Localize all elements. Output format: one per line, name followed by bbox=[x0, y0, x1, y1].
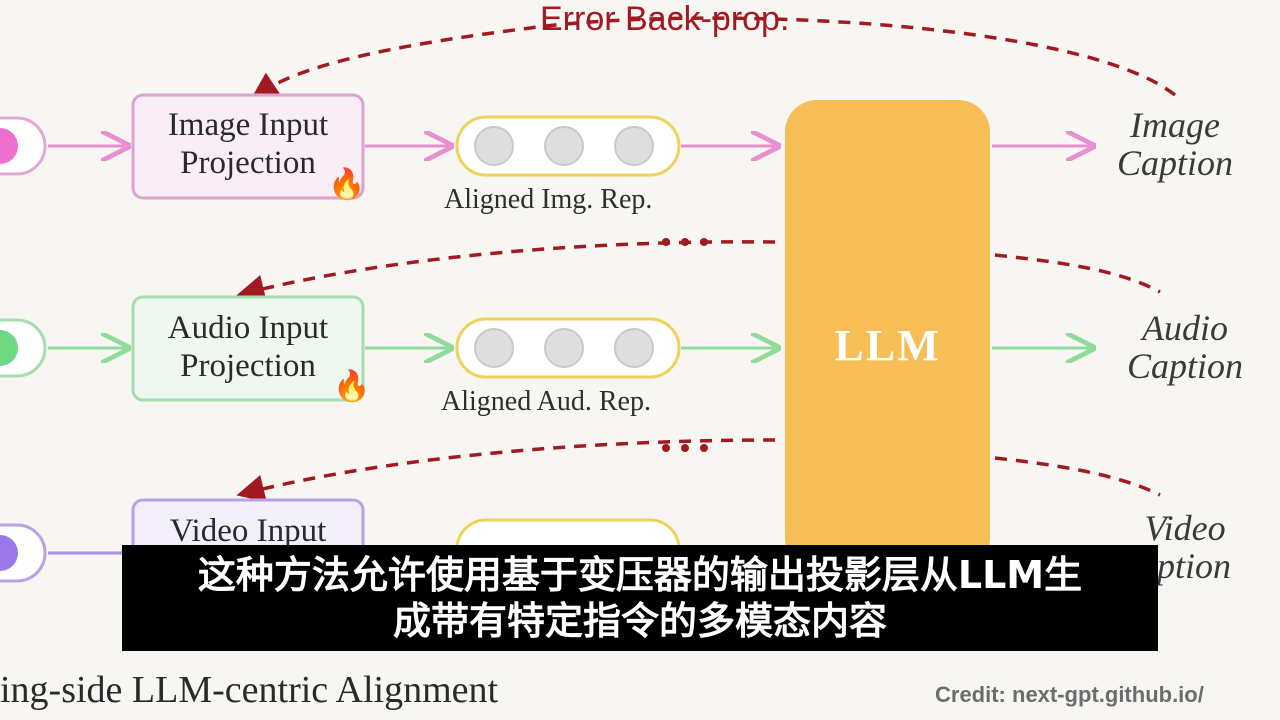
subtitle-line1: 这种方法允许使用基于变压器的输出投影层从LLM生 bbox=[197, 553, 1083, 597]
error-backprop-curve-video bbox=[236, 438, 776, 503]
audio-projection-line2: Projection bbox=[180, 348, 316, 384]
ellipsis-dots-2 bbox=[662, 444, 708, 452]
error-backprop-curve-video-right bbox=[994, 456, 1161, 497]
audio-projection-box bbox=[131, 295, 365, 402]
image-projection-line1: Image Input bbox=[167, 107, 329, 143]
audio-caption-line2: Caption bbox=[1126, 346, 1243, 386]
llm-label: LLM bbox=[834, 321, 941, 370]
row-audio bbox=[0, 295, 1090, 402]
audio-caption-line1: Audio bbox=[1142, 308, 1228, 348]
ellipsis-dots-1 bbox=[662, 238, 708, 246]
fire-icon: 🔥 bbox=[333, 370, 371, 403]
image-caption-line2: Caption bbox=[1116, 143, 1233, 183]
llm-block bbox=[785, 100, 990, 570]
image-source-dot bbox=[0, 128, 18, 164]
subtitle-line2: 成带有特定指令的多模态内容 bbox=[392, 599, 887, 643]
alignment-title: ing-side LLM-centric Alignment bbox=[0, 669, 499, 711]
video-subtitle: 这种方法允许使用基于变压器的输出投影层从LLM生 成带有特定指令的多模态内容 bbox=[122, 545, 1158, 651]
fire-icon: 🔥 bbox=[328, 168, 366, 201]
video-source-dot bbox=[0, 535, 18, 571]
image-rep-label: Aligned Img. Rep. bbox=[444, 184, 653, 215]
image-projection-line2: Projection bbox=[180, 145, 316, 181]
credit-text: Credit: next-gpt.github.io/ bbox=[935, 682, 1204, 707]
audio-rep-label: Aligned Aud. Rep. bbox=[441, 386, 651, 417]
image-caption-line1: Image bbox=[1130, 105, 1220, 145]
error-backprop-label: Error Back-prop. bbox=[540, 0, 790, 38]
audio-caption: Audio Caption bbox=[1115, 309, 1255, 385]
error-backprop-curve-audio bbox=[236, 240, 776, 303]
audio-source-dot bbox=[0, 330, 18, 366]
video-projection-line1: Video Input bbox=[169, 513, 327, 549]
image-projection-label: Image Input Projection bbox=[133, 106, 363, 182]
video-projection-label: Video Input bbox=[133, 512, 363, 550]
video-caption: Video aption bbox=[1115, 509, 1255, 585]
image-projection-box bbox=[131, 93, 365, 200]
audio-projection-line1: Audio Input bbox=[167, 310, 329, 346]
video-caption-line1: Video bbox=[1144, 508, 1226, 548]
error-backprop-curve-audio-right bbox=[994, 253, 1161, 294]
image-caption: Image Caption bbox=[1105, 106, 1245, 182]
row-image bbox=[0, 93, 1090, 200]
audio-projection-label: Audio Input Projection bbox=[133, 309, 363, 385]
error-backprop-curve-top bbox=[250, 16, 1177, 100]
